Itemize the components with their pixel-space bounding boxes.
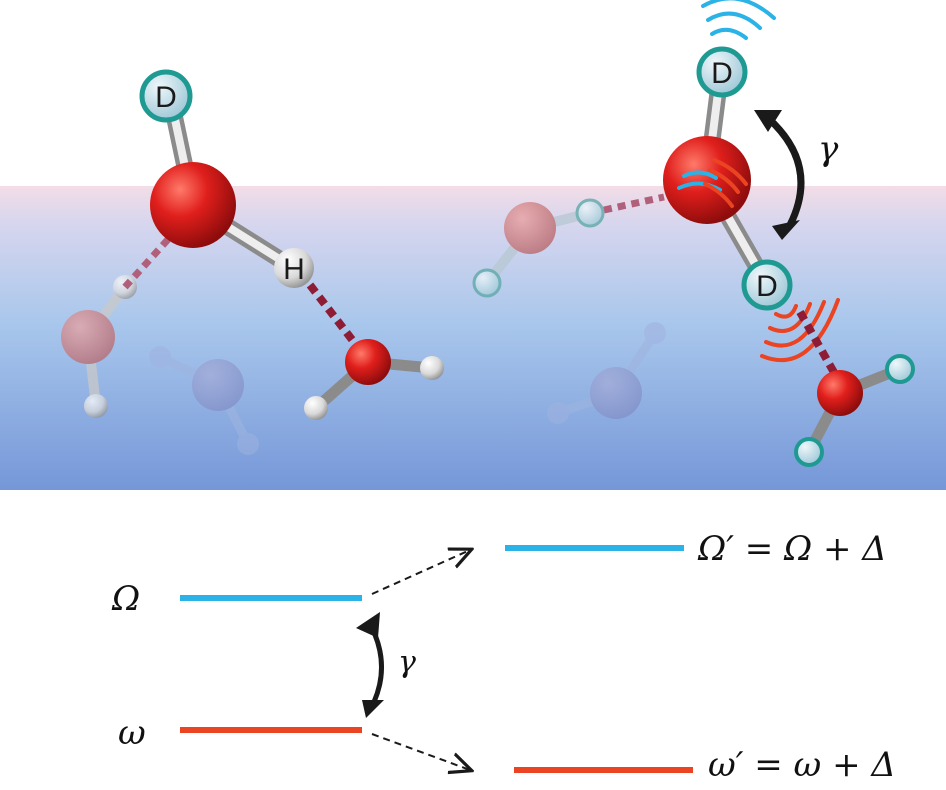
hbond-right-1	[603, 193, 665, 214]
deuterium-atom-left	[139, 69, 193, 123]
neighbor-molecule-left-2	[304, 339, 444, 420]
neighbor-molecule-right-2	[794, 354, 915, 467]
deuterium-atom-bottom	[741, 259, 793, 311]
left-molecule: D H	[61, 69, 444, 455]
coupling-label-bottom: γ	[398, 645, 416, 680]
hydrogen-atom-left	[274, 248, 314, 288]
deuterium-label-top: D	[711, 57, 733, 90]
ghost-molecule-left	[149, 346, 259, 455]
oxygen-atom-left	[150, 162, 236, 248]
shift-arrow-low	[371, 733, 470, 770]
right-molecule: D D	[472, 0, 915, 467]
coupling-label-top: γ	[818, 129, 839, 169]
coupling-arrow-bottom	[356, 612, 385, 718]
high-frequency-wave-icon	[701, 0, 776, 40]
hbond-left-1	[122, 232, 175, 290]
neighbor-molecule-right	[472, 198, 605, 298]
level-high-label: Ω	[111, 579, 140, 619]
deuterium-label-left: D	[155, 81, 177, 114]
shift-arrow-high	[371, 550, 470, 595]
oxygen-atom-right	[663, 136, 751, 224]
hbond-right-2	[796, 310, 840, 378]
ghost-molecule-right	[547, 322, 666, 424]
water-slab	[0, 186, 946, 490]
energy-level-diagram: Ω ω γ Ω′ = Ω + Δ ω′ = ω + Δ	[111, 529, 896, 785]
low-frequency-wave-icon	[760, 298, 840, 363]
level-high-shifted-label: Ω′ = Ω + Δ	[697, 529, 887, 569]
hydrogen-label-left: H	[283, 253, 305, 286]
deuterium-atom-top	[696, 46, 748, 98]
hbond-left-2	[306, 282, 364, 353]
level-low-shifted-label: ω′ = ω + Δ	[708, 745, 896, 785]
level-low-label: ω	[118, 713, 146, 753]
deuterium-label-bottom: D	[756, 270, 778, 303]
coupling-arrow-top	[754, 110, 805, 240]
oxygen-wave-icon	[677, 158, 748, 208]
